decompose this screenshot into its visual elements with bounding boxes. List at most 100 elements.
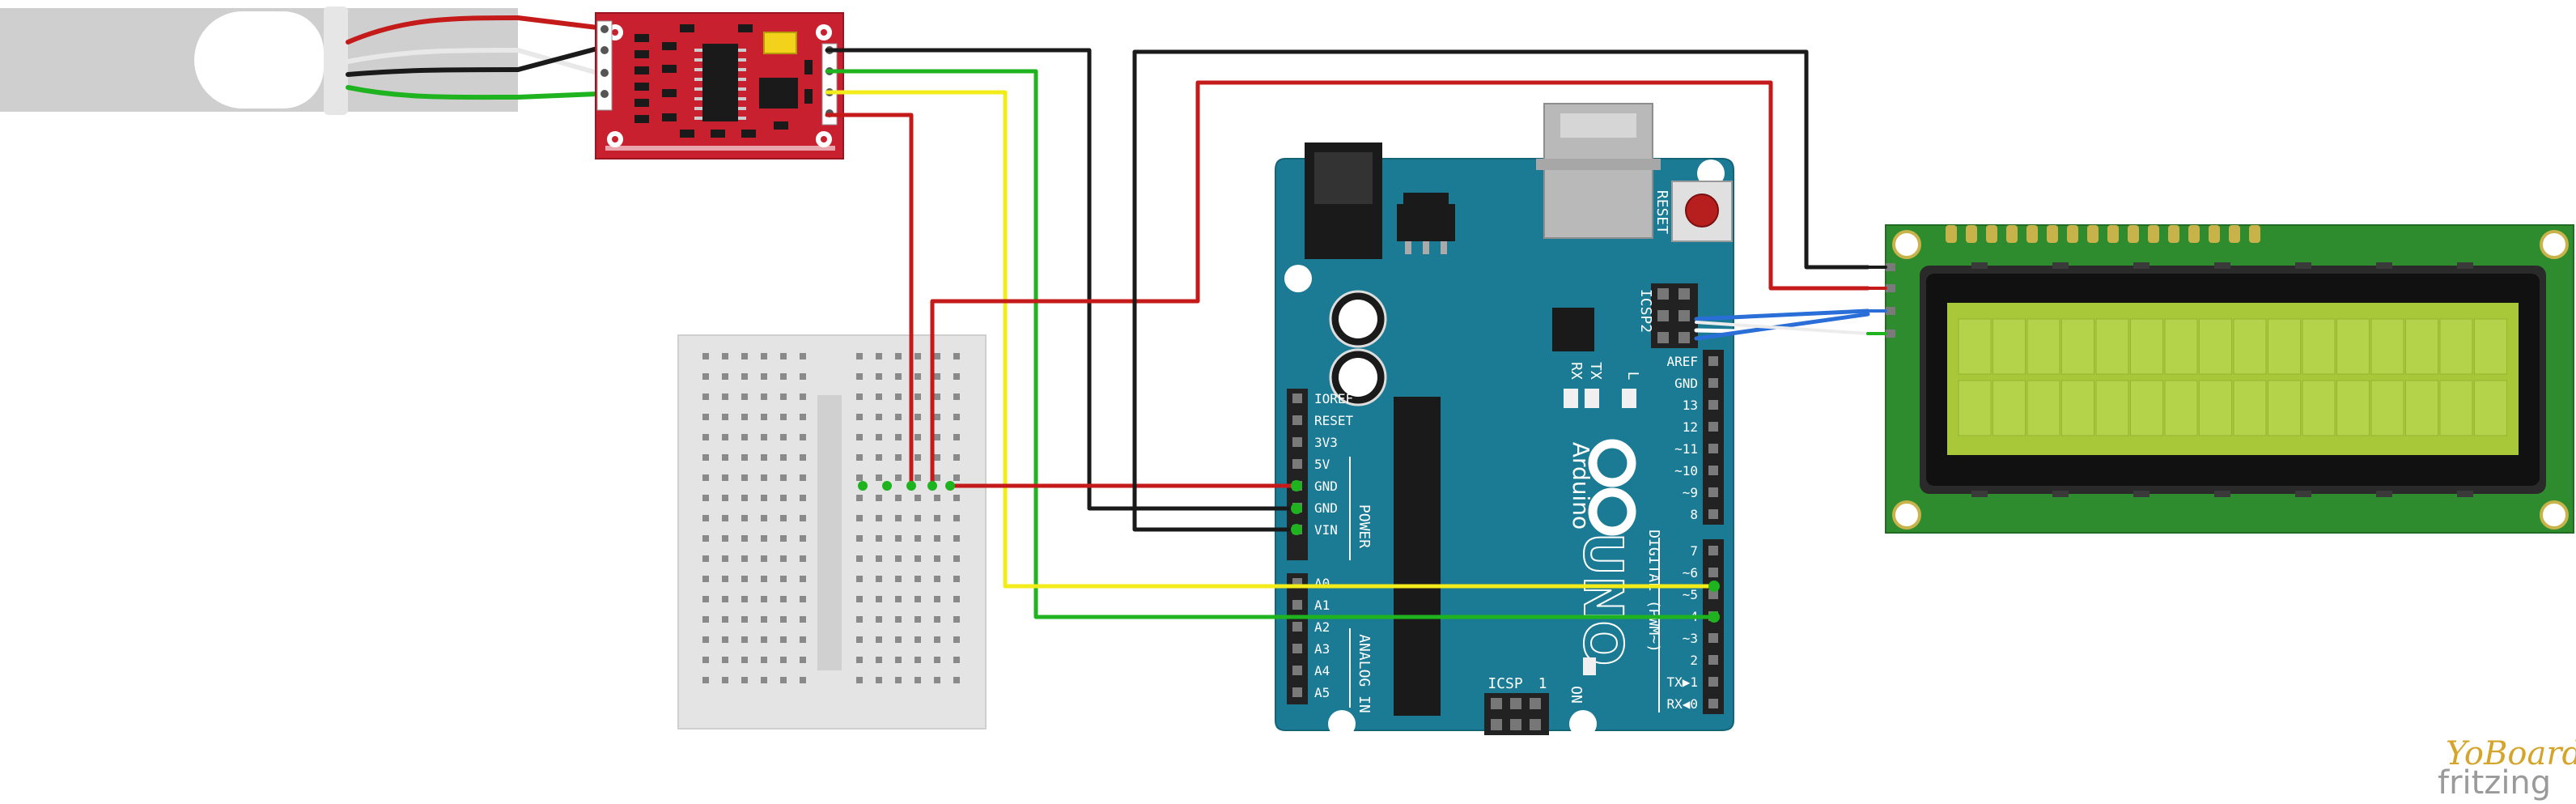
rx-label: RX bbox=[1568, 362, 1585, 380]
breadboard-hole bbox=[934, 535, 940, 542]
breadboard-hole bbox=[702, 576, 709, 582]
lcd-header-pin bbox=[2047, 225, 2058, 243]
breadboard-hole bbox=[895, 636, 902, 643]
breadboard-hole bbox=[800, 414, 806, 420]
breadboard-hole bbox=[722, 515, 728, 521]
on-led bbox=[1583, 657, 1596, 675]
breadboard-hole bbox=[915, 414, 921, 420]
breadboard-hole bbox=[915, 576, 921, 582]
tx-label: TX bbox=[1587, 362, 1604, 380]
breadboard-hole bbox=[915, 454, 921, 461]
connection-wires bbox=[825, 48, 1887, 623]
breadboard-hole bbox=[895, 616, 902, 623]
lcd-char-cell bbox=[2474, 318, 2507, 375]
breadboard-hole bbox=[934, 596, 940, 602]
breadboard-hole bbox=[780, 616, 787, 623]
breadboard-hole bbox=[800, 515, 806, 521]
digital-header-upper bbox=[1703, 350, 1724, 525]
header-pin bbox=[1708, 568, 1718, 577]
breadboard-hole bbox=[761, 555, 767, 562]
watermark: YoBoard fritzing bbox=[2438, 735, 2576, 802]
lcd-char-cell bbox=[2268, 380, 2301, 436]
breadboard-hole bbox=[722, 677, 728, 683]
breadboard-hole bbox=[722, 454, 728, 461]
wire-lcd-gnd bbox=[1132, 49, 1870, 532]
breadboard-hole bbox=[915, 474, 921, 481]
mount-hole bbox=[1697, 160, 1725, 187]
breadboard-hole bbox=[722, 373, 728, 380]
breadboard-hole bbox=[800, 434, 806, 440]
breadboard-hole bbox=[761, 393, 767, 400]
breadboard-hole bbox=[800, 535, 806, 542]
breadboard-hole bbox=[702, 616, 709, 623]
breadboard-hole bbox=[895, 657, 902, 663]
breadboard-hole bbox=[800, 576, 806, 582]
header-pin bbox=[1708, 633, 1718, 643]
digital-label: DIGITAL (PWM~) bbox=[1645, 530, 1662, 653]
breadboard-hole bbox=[722, 636, 728, 643]
lcd-char-cell bbox=[2164, 318, 2198, 375]
breadboard-hole bbox=[934, 576, 940, 582]
breadboard-hole bbox=[915, 657, 921, 663]
breadboard-hole bbox=[895, 535, 902, 542]
lcd-header-pin bbox=[2107, 225, 2119, 243]
breadboard-hole bbox=[761, 373, 767, 380]
breadboard-hole bbox=[856, 616, 863, 623]
lcd-char-cell bbox=[2336, 318, 2370, 375]
breadboard-hole bbox=[800, 495, 806, 501]
header-pin bbox=[1708, 655, 1718, 665]
breadboard-hole bbox=[702, 353, 709, 359]
hx711-regulator bbox=[759, 78, 798, 108]
pin-label: RX◀0 bbox=[1666, 696, 1698, 712]
breadboard-hole bbox=[702, 495, 709, 501]
breadboard-hole bbox=[934, 373, 940, 380]
breadboard-hole bbox=[780, 596, 787, 602]
breadboard-hole bbox=[761, 657, 767, 663]
breadboard-hole bbox=[702, 555, 709, 562]
breadboard-hole bbox=[934, 555, 940, 562]
breadboard-hole bbox=[915, 353, 921, 359]
breadboard-hole bbox=[953, 474, 960, 481]
breadboard-hole bbox=[722, 474, 728, 481]
breadboard-hole bbox=[702, 596, 709, 602]
pin-label: A0 bbox=[1314, 576, 1330, 591]
lcd-mount-hole bbox=[2540, 500, 2569, 530]
breadboard-hole bbox=[702, 454, 709, 461]
breadboard-hole bbox=[876, 657, 882, 663]
hx711-output-header bbox=[821, 43, 838, 125]
lcd-header-pin bbox=[2229, 225, 2240, 243]
breadboard-hole bbox=[856, 555, 863, 562]
breadboard-hole bbox=[953, 434, 960, 440]
breadboard-hole bbox=[895, 596, 902, 602]
breadboard-hole bbox=[934, 454, 940, 461]
pin-label: ~3 bbox=[1683, 631, 1698, 646]
breadboard-hole bbox=[761, 576, 767, 582]
pin-label: 3V3 bbox=[1314, 435, 1338, 450]
breadboard-hole bbox=[741, 414, 748, 420]
breadboard-hole bbox=[780, 677, 787, 683]
breadboard-hole bbox=[876, 616, 882, 623]
lcd-parallel-header bbox=[1946, 225, 2260, 243]
header-pin bbox=[1292, 459, 1302, 469]
breadboard-hole bbox=[856, 535, 863, 542]
l-led bbox=[1622, 389, 1636, 408]
breadboard-hole bbox=[856, 515, 863, 521]
breadboard-hole bbox=[876, 495, 882, 501]
breadboard-hole bbox=[856, 393, 863, 400]
breadboard-hole bbox=[800, 474, 806, 481]
breadboard-hole bbox=[934, 353, 940, 359]
svg-text:−: − bbox=[1587, 460, 1598, 466]
breadboard-hole bbox=[856, 373, 863, 380]
pin-label: GND bbox=[1674, 376, 1698, 391]
header-pin bbox=[1292, 687, 1302, 697]
wire-lcd-sda bbox=[1694, 308, 1870, 321]
breadboard-hole bbox=[780, 353, 787, 359]
lcd-i2c-pin bbox=[1886, 307, 1895, 315]
lcd-char-cell bbox=[2268, 318, 2301, 375]
breadboard-hole bbox=[702, 434, 709, 440]
breadboard-hole bbox=[934, 474, 940, 481]
pin-label: A4 bbox=[1314, 663, 1330, 679]
lcd-char-cell bbox=[1992, 318, 2026, 375]
